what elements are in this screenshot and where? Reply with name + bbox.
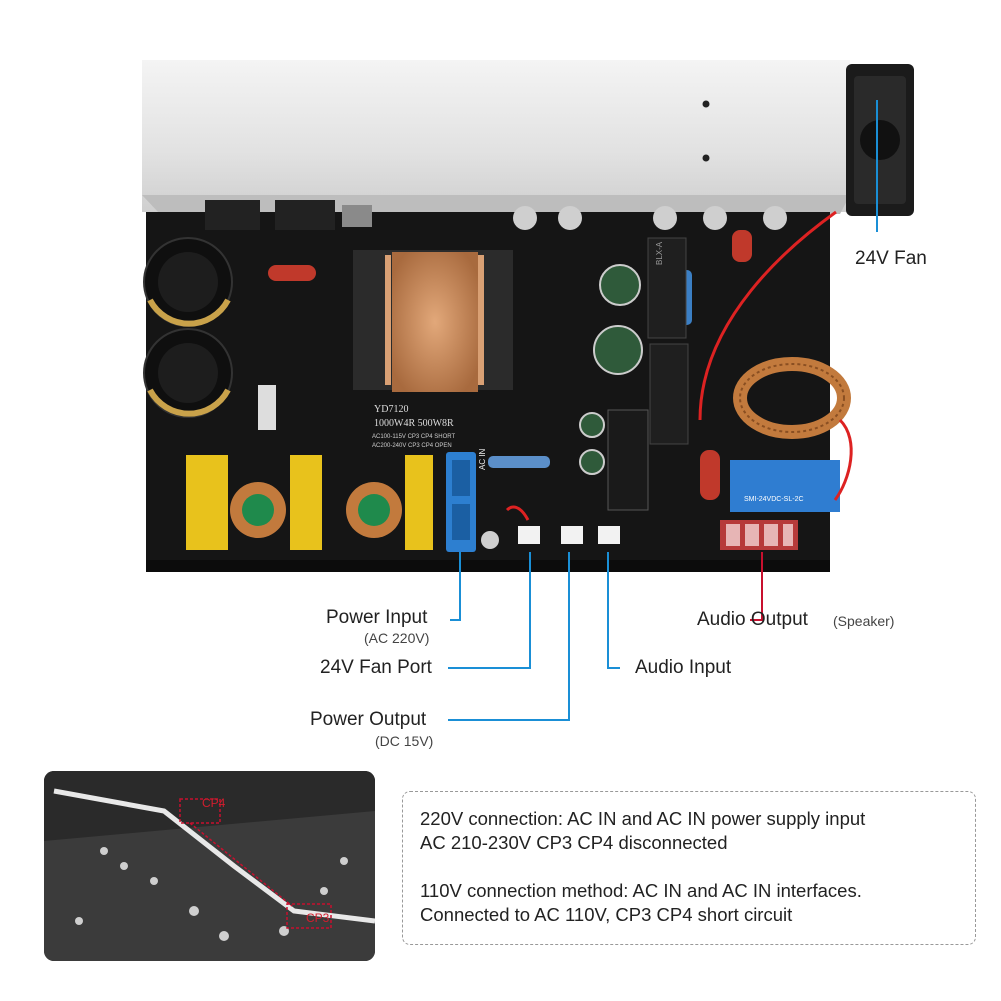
power-output-label: Power Output xyxy=(310,709,427,730)
board-model-text: YD7120 xyxy=(374,404,409,415)
relay xyxy=(730,460,840,512)
audio-input-label: Audio Input xyxy=(635,657,732,678)
relay-text: SMI-24VDC-SL-2C xyxy=(744,496,804,503)
board-ac-in-text: AC IN xyxy=(478,448,487,470)
audio-output-label: Audio Output xyxy=(697,609,808,630)
cp-jumper-closeup: CP4 CP3 xyxy=(44,771,375,961)
note-line-2: AC 210-230V CP3 CP4 disconnected xyxy=(420,832,728,853)
board-blx-text: BLX-A xyxy=(655,241,664,265)
note-line-1: 220V connection: AC IN and AC IN power s… xyxy=(420,808,866,829)
power-input-sublabel: (AC 220V) xyxy=(364,630,430,646)
power-output-sublabel: (DC 15V) xyxy=(375,733,434,749)
note-line-4: Connected to AC 110V, CP3 CP4 short circ… xyxy=(420,904,793,925)
audio-output-sublabel: (Speaker) xyxy=(833,613,895,629)
note-line-3: 110V connection method: AC IN and AC IN … xyxy=(420,880,862,901)
fan-label: 24V Fan xyxy=(855,248,927,269)
board-rating-text: 1000W4R 500W8R xyxy=(374,418,454,429)
power-input-label: Power Input xyxy=(326,607,428,628)
fan-port-label: 24V Fan Port xyxy=(320,657,432,678)
cp3-label: CP3 xyxy=(306,911,330,925)
connection-note: 220V connection: AC IN and AC IN power s… xyxy=(402,791,976,945)
cp4-label: CP4 xyxy=(202,796,226,810)
heatsink xyxy=(142,60,850,212)
board-ac-note-1: AC100-115V CP3 CP4 SHORT xyxy=(372,434,456,440)
board-ac-note-2: AC200-240V CP3 CP4 OPEN xyxy=(372,443,452,449)
